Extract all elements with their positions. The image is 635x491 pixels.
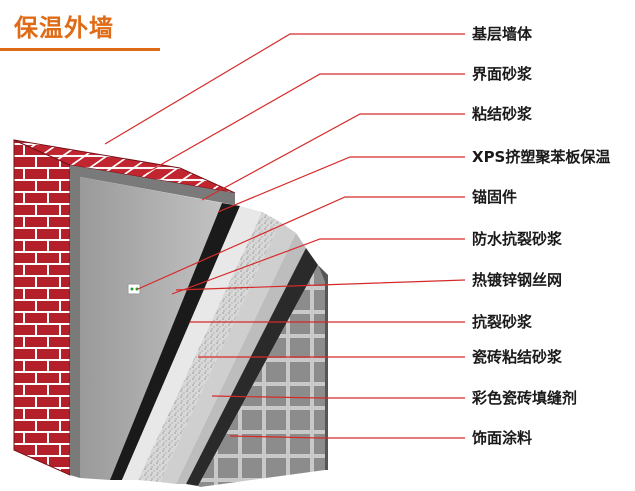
leader-bonding-mortar [201,113,465,201]
layer-anticrack-mortar [176,233,306,484]
layer-tiles-edge [318,265,328,470]
leader-mesh [175,279,466,291]
label-anchor: 锚固件 [472,188,518,206]
layer-waterproof-mortar [138,212,280,482]
page-title: 保温外墙 [14,14,114,42]
layer-bonding-mortar [80,177,222,480]
label-waterproof-mortar: 防水抗裂砂浆 [472,230,563,248]
leader-interface-mortar [147,73,465,173]
leader-grout [211,395,465,399]
leader-anchor [137,196,465,290]
layer-tiles [198,265,325,487]
label-interface-mortar: 界面砂浆 [472,65,533,83]
layer-interface-mortar [70,165,235,478]
label-steel-mesh: 热镀锌钢丝网 [472,271,563,289]
label-tile-grout: 彩色瓷砖填缝剂 [472,389,578,407]
label-xps-board: XPS挤塑聚苯板保温 [472,148,611,166]
label-tile-adhesive: 瓷砖粘结砂浆 [472,348,563,366]
label-bonding-mortar: 粘结砂浆 [472,105,533,123]
layer-tile-adhesive [186,248,318,486]
label-base-wall: 基层墙体 [472,25,533,43]
leader-finish [229,435,465,439]
label-anticrack-mortar: 抗裂砂浆 [472,313,533,331]
leader-xps [217,156,465,213]
layer-xps-board [122,206,262,480]
title-underline [0,48,160,51]
layer-dark-edge [110,203,240,480]
leader-lines [104,33,466,439]
anchor-fixture [127,283,141,295]
brick-wall-front [13,139,71,476]
leader-waterproof [171,238,465,295]
label-finish-coat: 饰面涂料 [472,429,533,447]
leader-base-wall [104,33,465,145]
